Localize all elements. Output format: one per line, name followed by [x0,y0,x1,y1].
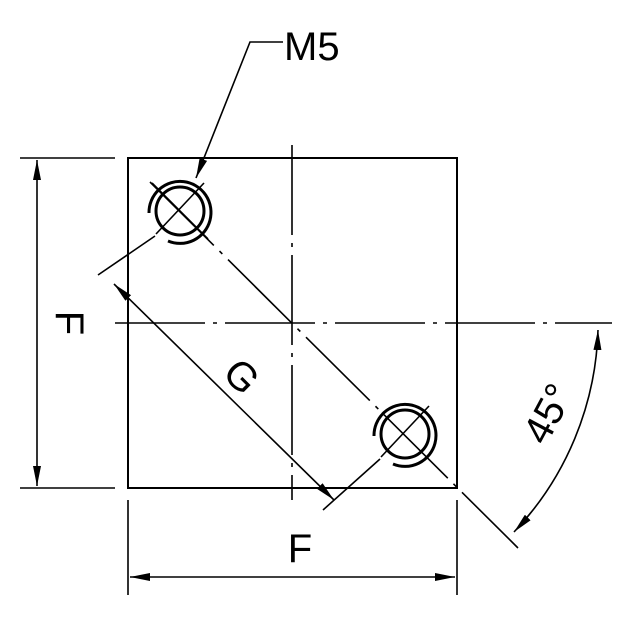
dimension-diagonal [97,235,381,511]
vertical-dim-label: F [47,311,91,335]
hole-2 [372,402,438,468]
dimension-horizontal [127,500,458,595]
hole-1 [147,179,213,245]
angle-label: 45° [515,377,582,451]
angle-arc [513,329,602,533]
thread-leader [195,41,283,179]
dimension-vertical [20,157,115,489]
horizontal-dim-label: F [288,527,312,571]
thread-label: M5 [284,25,340,69]
diagonal-dim-label: G [215,350,268,403]
